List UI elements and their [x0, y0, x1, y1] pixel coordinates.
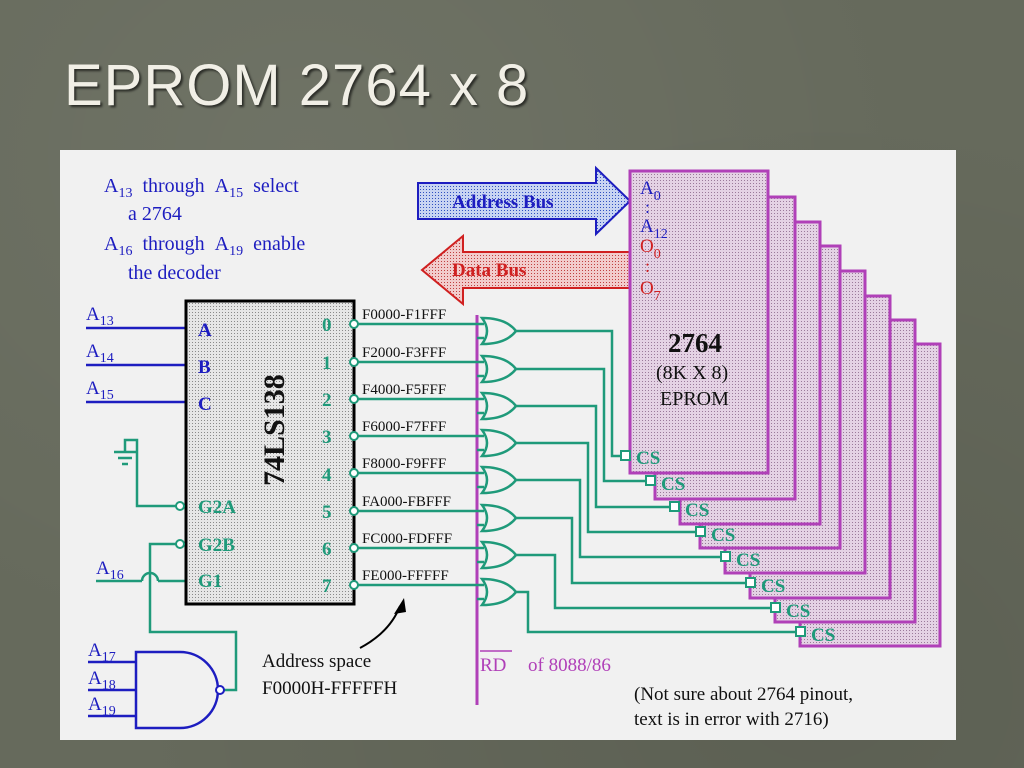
svg-text:G2A: G2A	[198, 497, 236, 518]
svg-text:A13: A13	[86, 304, 114, 329]
svg-text:A15: A15	[86, 378, 114, 403]
svg-text:F4000-F5FFF: F4000-F5FFF	[362, 382, 446, 398]
svg-text:O7: O7	[640, 278, 661, 304]
svg-text:Address Bus: Address Bus	[452, 192, 554, 213]
svg-text:2: 2	[322, 390, 332, 411]
svg-text:CS: CS	[636, 448, 660, 469]
svg-text:F0000H-FFFFFH: F0000H-FFFFFH	[262, 678, 397, 699]
svg-text:Address space: Address space	[262, 651, 371, 672]
svg-text:(Not sure about 2764 pinout,: (Not sure about 2764 pinout,	[634, 684, 853, 705]
svg-text:1: 1	[322, 353, 332, 374]
svg-text:0: 0	[322, 315, 332, 336]
eprom-kind: EPROM	[660, 388, 729, 410]
address-space-note: Address space F0000H-FFFFFH	[262, 651, 397, 699]
cs-labels: CS CS CS CS CS CS CS CS	[636, 448, 835, 646]
output-bubbles	[349, 319, 359, 590]
svg-text:F6000-F7FFF: F6000-F7FFF	[362, 419, 446, 435]
svg-text:the decoder: the decoder	[128, 262, 221, 284]
eprom-part-number: 2764	[668, 328, 722, 358]
or-gates	[479, 316, 518, 607]
svg-text:3: 3	[322, 427, 332, 448]
svg-text:5: 5	[322, 502, 332, 523]
svg-text:7: 7	[322, 576, 332, 597]
decoder-input-wires	[86, 326, 186, 404]
svg-text:FE000-FFFFF: FE000-FFFFF	[362, 568, 449, 584]
svg-text:G1: G1	[198, 571, 222, 592]
svg-text:A16: A16	[96, 558, 124, 583]
svg-text:CS: CS	[661, 474, 685, 495]
eprom-stack	[628, 169, 942, 648]
svg-text:B: B	[198, 357, 211, 378]
nand-input-labels: A17 A18 A19	[88, 640, 116, 719]
svg-text:A: A	[198, 320, 212, 341]
svg-text:RD: RD	[480, 655, 506, 676]
svg-text:C: C	[198, 394, 212, 415]
slide-title: EPROM 2764 x 8	[64, 53, 530, 118]
decoder-input-labels: A13 A14 A15 A16	[86, 304, 124, 583]
address-range-labels: F0000-F1FFF F2000-F3FFF F4000-F5FFF F600…	[362, 307, 452, 584]
svg-text:A14: A14	[86, 341, 114, 366]
svg-text:6: 6	[322, 539, 332, 560]
nand-gate	[88, 650, 225, 730]
decoder-part-number: 74LS138	[258, 374, 291, 486]
svg-text:G2B: G2B	[198, 535, 235, 556]
svg-text:CS: CS	[685, 500, 709, 521]
svg-text:4: 4	[322, 465, 332, 486]
svg-text:A17: A17	[88, 640, 116, 665]
eprom-pin-labels: A0 : A12 O0 : O7	[640, 178, 668, 304]
svg-text:Data Bus: Data Bus	[452, 260, 526, 281]
svg-text:F8000-F9FFF: F8000-F9FFF	[362, 456, 446, 472]
svg-text::: :	[645, 256, 650, 276]
address-space-arrow	[359, 605, 401, 649]
svg-text::: :	[645, 197, 650, 217]
svg-text:CS: CS	[736, 550, 760, 571]
svg-text:CS: CS	[761, 576, 785, 597]
decoder-output-wires	[358, 322, 484, 601]
svg-text:A19: A19	[88, 694, 116, 719]
decoder-chip	[184, 299, 356, 606]
svg-text:CS: CS	[786, 601, 810, 622]
eprom-size: (8K X 8)	[656, 362, 728, 384]
address-bus-arrow: Address Bus	[417, 165, 632, 237]
decoder-enable-labels: G2A G2B G1	[198, 497, 236, 592]
svg-text:FC000-FDFFF: FC000-FDFFF	[362, 531, 452, 547]
svg-text:A12: A12	[640, 216, 668, 242]
eprom-chip-1	[628, 169, 770, 475]
svg-text:text is in error with 2716): text is in error with 2716)	[634, 709, 829, 730]
control-wires	[96, 438, 238, 692]
svg-text:F0000-F1FFF: F0000-F1FFF	[362, 307, 446, 323]
decoder-pin-labels: A B C	[198, 320, 212, 415]
svg-text:O0: O0	[640, 236, 661, 262]
rd-label: RD of 8088/86	[480, 650, 611, 676]
svg-text:F2000-F3FFF: F2000-F3FFF	[362, 345, 446, 361]
svg-text:CS: CS	[811, 625, 835, 646]
svg-text:FA000-FBFFF: FA000-FBFFF	[362, 494, 451, 510]
decoder-output-numbers: 0 1 2 3 4 5 6 7	[322, 315, 332, 597]
svg-text:CS: CS	[711, 525, 735, 546]
data-bus-arrow: Data Bus	[420, 233, 631, 307]
svg-text:of 8088/86: of 8088/86	[528, 655, 611, 676]
svg-text:A0: A0	[640, 178, 661, 204]
footnote: (Not sure about 2764 pinout, text is in …	[634, 684, 853, 730]
chip-select-wires	[516, 329, 796, 634]
cs-bubbles	[620, 450, 806, 637]
svg-text:a 2764: a 2764	[128, 203, 182, 225]
svg-text:A18: A18	[88, 668, 116, 693]
